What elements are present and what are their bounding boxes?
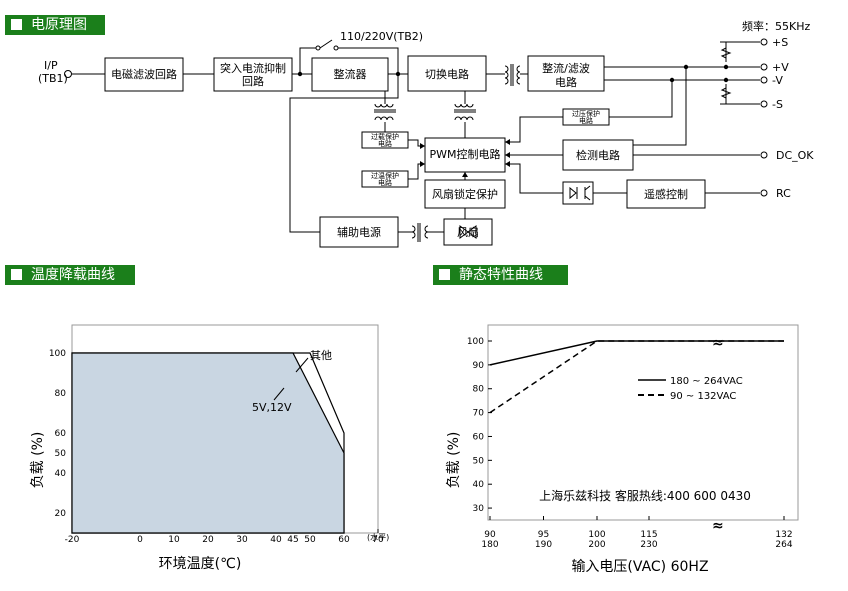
x-tick-label: 45 [287,535,298,545]
output-rectifier-label: 整流/滤波 [542,61,590,75]
square-icon [11,269,22,280]
input-terminal [64,70,72,78]
y-tick-label: 60 [473,432,485,442]
section-header-static: 静态特性曲线 [433,265,568,285]
x-axis-label: 环境温度(℃) [159,556,242,572]
remote-label: 遥感控制 [644,187,688,201]
block-diagram: I/P (TB1) 电磁滤波回路 突入电流抑制 回路 110/220V(TB2)… [38,19,814,248]
input-label: (TB1) [38,72,68,85]
section-title: 电原理图 [31,17,87,33]
plot-frame [487,324,799,521]
x-unit-label: (水平) [367,532,389,542]
fan-label: 风扇 [457,225,479,239]
terminal-label: -S [772,98,783,111]
x-tick-label: 264 [775,540,792,550]
terminal-label: -V [772,74,783,87]
terminal-label: +V [772,61,789,74]
x-tick-label: 20 [202,535,214,545]
olp-label: 过载保护 [371,132,399,141]
y-tick-label: 20 [55,509,67,519]
switch-label: 110/220V(TB2) [340,30,423,43]
x-tick-label: 115 [640,530,657,540]
emi-filter-label: 电磁滤波回路 [111,68,177,81]
otp-label: 电路 [378,178,392,187]
x-tick-label: 180 [481,540,498,550]
series-label-other: 其他 [310,349,332,362]
y-tick-label: 50 [55,449,67,459]
rectifier-label: 整流器 [334,67,367,81]
olp-label: 电路 [378,139,392,148]
pwm-label: PWM控制电路 [429,147,500,161]
square-icon [439,269,450,280]
terminal-label: +S [772,36,788,49]
aux-label: 辅助电源 [337,225,381,239]
x-tick-label: 40 [270,535,282,545]
x-tick-label: 100 [588,530,605,540]
x-tick-label: 132 [775,530,792,540]
y-axis-label: 负载 (%) [30,432,46,489]
y-tick-label: 60 [55,429,67,439]
x-tick-label: 10 [168,535,180,545]
inrush-label: 突入电流抑制 [220,61,286,75]
y-tick-label: 100 [49,349,66,359]
ovp-label: 电路 [579,116,593,125]
y-axis-label: 负载 (%) [446,432,462,489]
frequency-label: 频率：55KHz [742,19,810,33]
plot-frame [71,324,379,534]
section-header-derating: 温度降载曲线 [5,265,135,285]
output-rectifier-label: 电路 [555,76,577,89]
fan-lock-label: 风扇锁定保护 [432,187,498,201]
terminal-label: DC_OK [776,149,814,162]
optocoupler-box [562,181,594,205]
terminal-label: RC [776,187,791,200]
label-leader [273,387,285,401]
y-tick-label: 40 [473,480,485,490]
inrush-label: 回路 [242,75,264,88]
y-tick-label: 30 [473,504,485,514]
legend-dashed-label: 90 ~ 132VAC [670,391,736,402]
x-tick-label: 0 [137,535,143,545]
x-tick-label: 95 [538,530,549,540]
x-tick-label: 90 [484,530,496,540]
series-180-264-line [489,340,784,366]
input-label: I/P [44,59,58,72]
x-tick-label: 70 [372,535,384,545]
otp-label: 过温保护 [371,171,399,180]
series-other-area [71,352,345,534]
y-tick-label: 80 [55,389,67,399]
x-tick-label: 30 [236,535,248,545]
section-header-schematic: 电原理图 [5,15,105,35]
x-tick-label: -20 [65,535,80,545]
x-tick-label: 50 [304,535,316,545]
x-tick-label: 200 [588,540,605,550]
series-5v12v-area [71,352,345,534]
y-tick-label: 70 [473,409,485,419]
section-title: 静态特性曲线 [459,267,543,283]
axis-break-icon: ≈ [712,335,724,351]
x-tick-label: 190 [535,540,552,550]
y-tick-label: 80 [473,385,485,395]
label-leader [295,357,309,373]
y-tick-label: 100 [467,337,484,347]
section-title: 温度降载曲线 [31,267,115,283]
detect-label: 检测电路 [576,148,620,162]
y-tick-label: 90 [473,361,485,371]
series-label-5v12v: 5V,12V [252,401,292,414]
y-tick-label: 40 [55,469,67,479]
x-axis-label: 输入电压(VAC) 60HZ [571,559,708,575]
x-tick-label: 230 [640,540,657,550]
axis-break-icon: ≈ [712,518,724,534]
series-90-132-line [489,340,784,414]
legend-solid-label: 180 ~ 264VAC [670,376,743,387]
watermark-text: 上海乐兹科技 客服热线:400 600 0430 [539,488,751,503]
remote-box [626,179,706,209]
square-icon [11,19,22,30]
y-tick-label: 50 [473,456,485,466]
x-tick-label: 60 [338,535,350,545]
switching-label: 切换电路 [425,67,469,81]
ovp-label: 过压保护 [572,109,600,118]
